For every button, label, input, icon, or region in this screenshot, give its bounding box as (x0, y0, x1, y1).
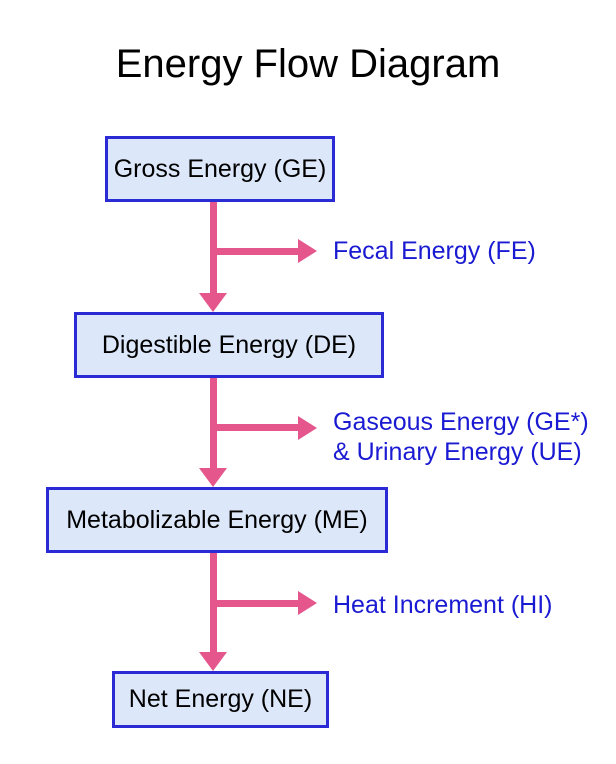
node-net-energy: Net Energy (NE) (112, 671, 329, 728)
branch-fecal-energy-line (213, 248, 298, 255)
diagram-title: Energy Flow Diagram (115, 42, 501, 86)
arrowhead-down-icon (199, 652, 227, 671)
arrow-ge-to-de-line (210, 202, 217, 293)
branch-heat-increment-line (213, 600, 298, 607)
node-gross-energy: Gross Energy (GE) (105, 136, 335, 202)
node-digestible-energy-label: Digestible Energy (DE) (101, 330, 357, 359)
arrowhead-down-icon (199, 293, 227, 312)
label-heat-increment: Heat Increment (HI) (333, 590, 553, 620)
node-metabolizable-energy-label: Metabolizable Energy (ME) (66, 505, 368, 534)
node-gross-energy-label: Gross Energy (GE) (113, 154, 327, 183)
arrow-de-to-me-line (210, 378, 217, 468)
node-net-energy-label: Net Energy (NE) (128, 685, 313, 713)
label-line: & Urinary Energy (UE) (333, 438, 582, 466)
node-digestible-energy: Digestible Energy (DE) (74, 312, 384, 378)
arrowhead-down-icon (199, 468, 227, 487)
arrowhead-right-icon (298, 591, 317, 615)
label-fecal-energy: Fecal Energy (FE) (333, 236, 536, 266)
label-line: Gaseous Energy (GE*) (333, 408, 589, 436)
branch-gaseous-urinary-line (213, 424, 298, 431)
label-gaseous-urinary-energy: Gaseous Energy (GE*) & Urinary Energy (U… (333, 407, 589, 467)
label-line: Fecal Energy (FE) (333, 237, 536, 265)
label-line: Heat Increment (HI) (333, 591, 553, 619)
node-metabolizable-energy: Metabolizable Energy (ME) (46, 487, 388, 553)
arrowhead-right-icon (298, 416, 317, 440)
arrowhead-right-icon (298, 239, 317, 263)
